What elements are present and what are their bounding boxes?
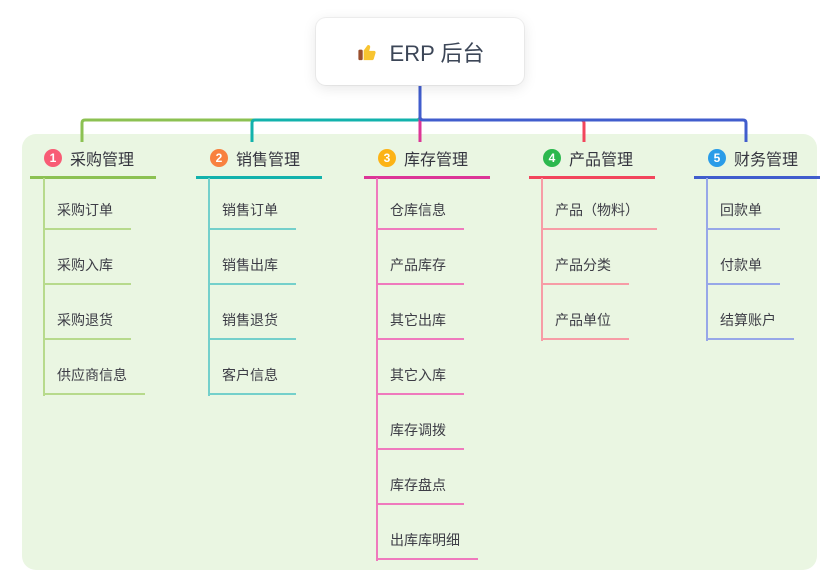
- branch-node[interactable]: 1 采购管理: [30, 146, 157, 179]
- child-node[interactable]: 产品单位: [541, 310, 629, 340]
- branches-panel: [22, 134, 817, 570]
- child-node[interactable]: 回款单: [706, 200, 780, 230]
- child-node[interactable]: 采购订单: [43, 200, 131, 230]
- child-node[interactable]: 库存调拨: [376, 420, 464, 450]
- branch-node[interactable]: 2 销售管理: [196, 146, 323, 179]
- connector-branch-finance: [418, 86, 748, 142]
- child-node[interactable]: 客户信息: [208, 365, 296, 395]
- child-node[interactable]: 销售退货: [208, 310, 296, 340]
- branch-number-badge: 1: [44, 149, 62, 167]
- child-node[interactable]: 其它入库: [376, 365, 464, 395]
- connector-branch-sales: [250, 86, 422, 142]
- thumbs-up-icon: [356, 40, 379, 63]
- root-label: ERP 后台: [389, 40, 485, 66]
- child-node[interactable]: 其它出库: [376, 310, 464, 340]
- branch-node[interactable]: 4 产品管理: [529, 146, 656, 179]
- child-node[interactable]: 产品库存: [376, 255, 464, 285]
- child-node[interactable]: 付款单: [706, 255, 780, 285]
- child-node[interactable]: 结算账户: [706, 310, 794, 340]
- child-node[interactable]: 供应商信息: [43, 365, 145, 395]
- branch-label-text: 财务管理: [734, 152, 799, 169]
- child-node[interactable]: 销售出库: [208, 255, 296, 285]
- child-node[interactable]: 采购入库: [43, 255, 131, 285]
- branch-label-text: 销售管理: [236, 152, 301, 169]
- child-node[interactable]: 库存盘点: [376, 475, 464, 505]
- branch-node[interactable]: 3 库存管理: [364, 146, 491, 179]
- branch-number-badge: 4: [543, 149, 561, 167]
- branch-label-text: 库存管理: [404, 152, 469, 169]
- branch-node[interactable]: 5 财务管理: [694, 146, 821, 179]
- child-node[interactable]: 仓库信息: [376, 200, 464, 230]
- connector-branch-product: [418, 86, 586, 142]
- child-node[interactable]: 出库库明细: [376, 530, 478, 560]
- branch-label-text: 产品管理: [569, 152, 634, 169]
- root-node[interactable]: ERP 后台: [316, 18, 524, 85]
- branch-number-badge: 5: [708, 149, 726, 167]
- branch-label-text: 采购管理: [70, 152, 135, 169]
- child-node[interactable]: 产品分类: [541, 255, 629, 285]
- branch-number-badge: 3: [378, 149, 396, 167]
- branch-number-badge: 2: [210, 149, 228, 167]
- child-node[interactable]: 采购退货: [43, 310, 131, 340]
- child-node[interactable]: 销售订单: [208, 200, 296, 230]
- child-node[interactable]: 产品（物料）: [541, 200, 657, 230]
